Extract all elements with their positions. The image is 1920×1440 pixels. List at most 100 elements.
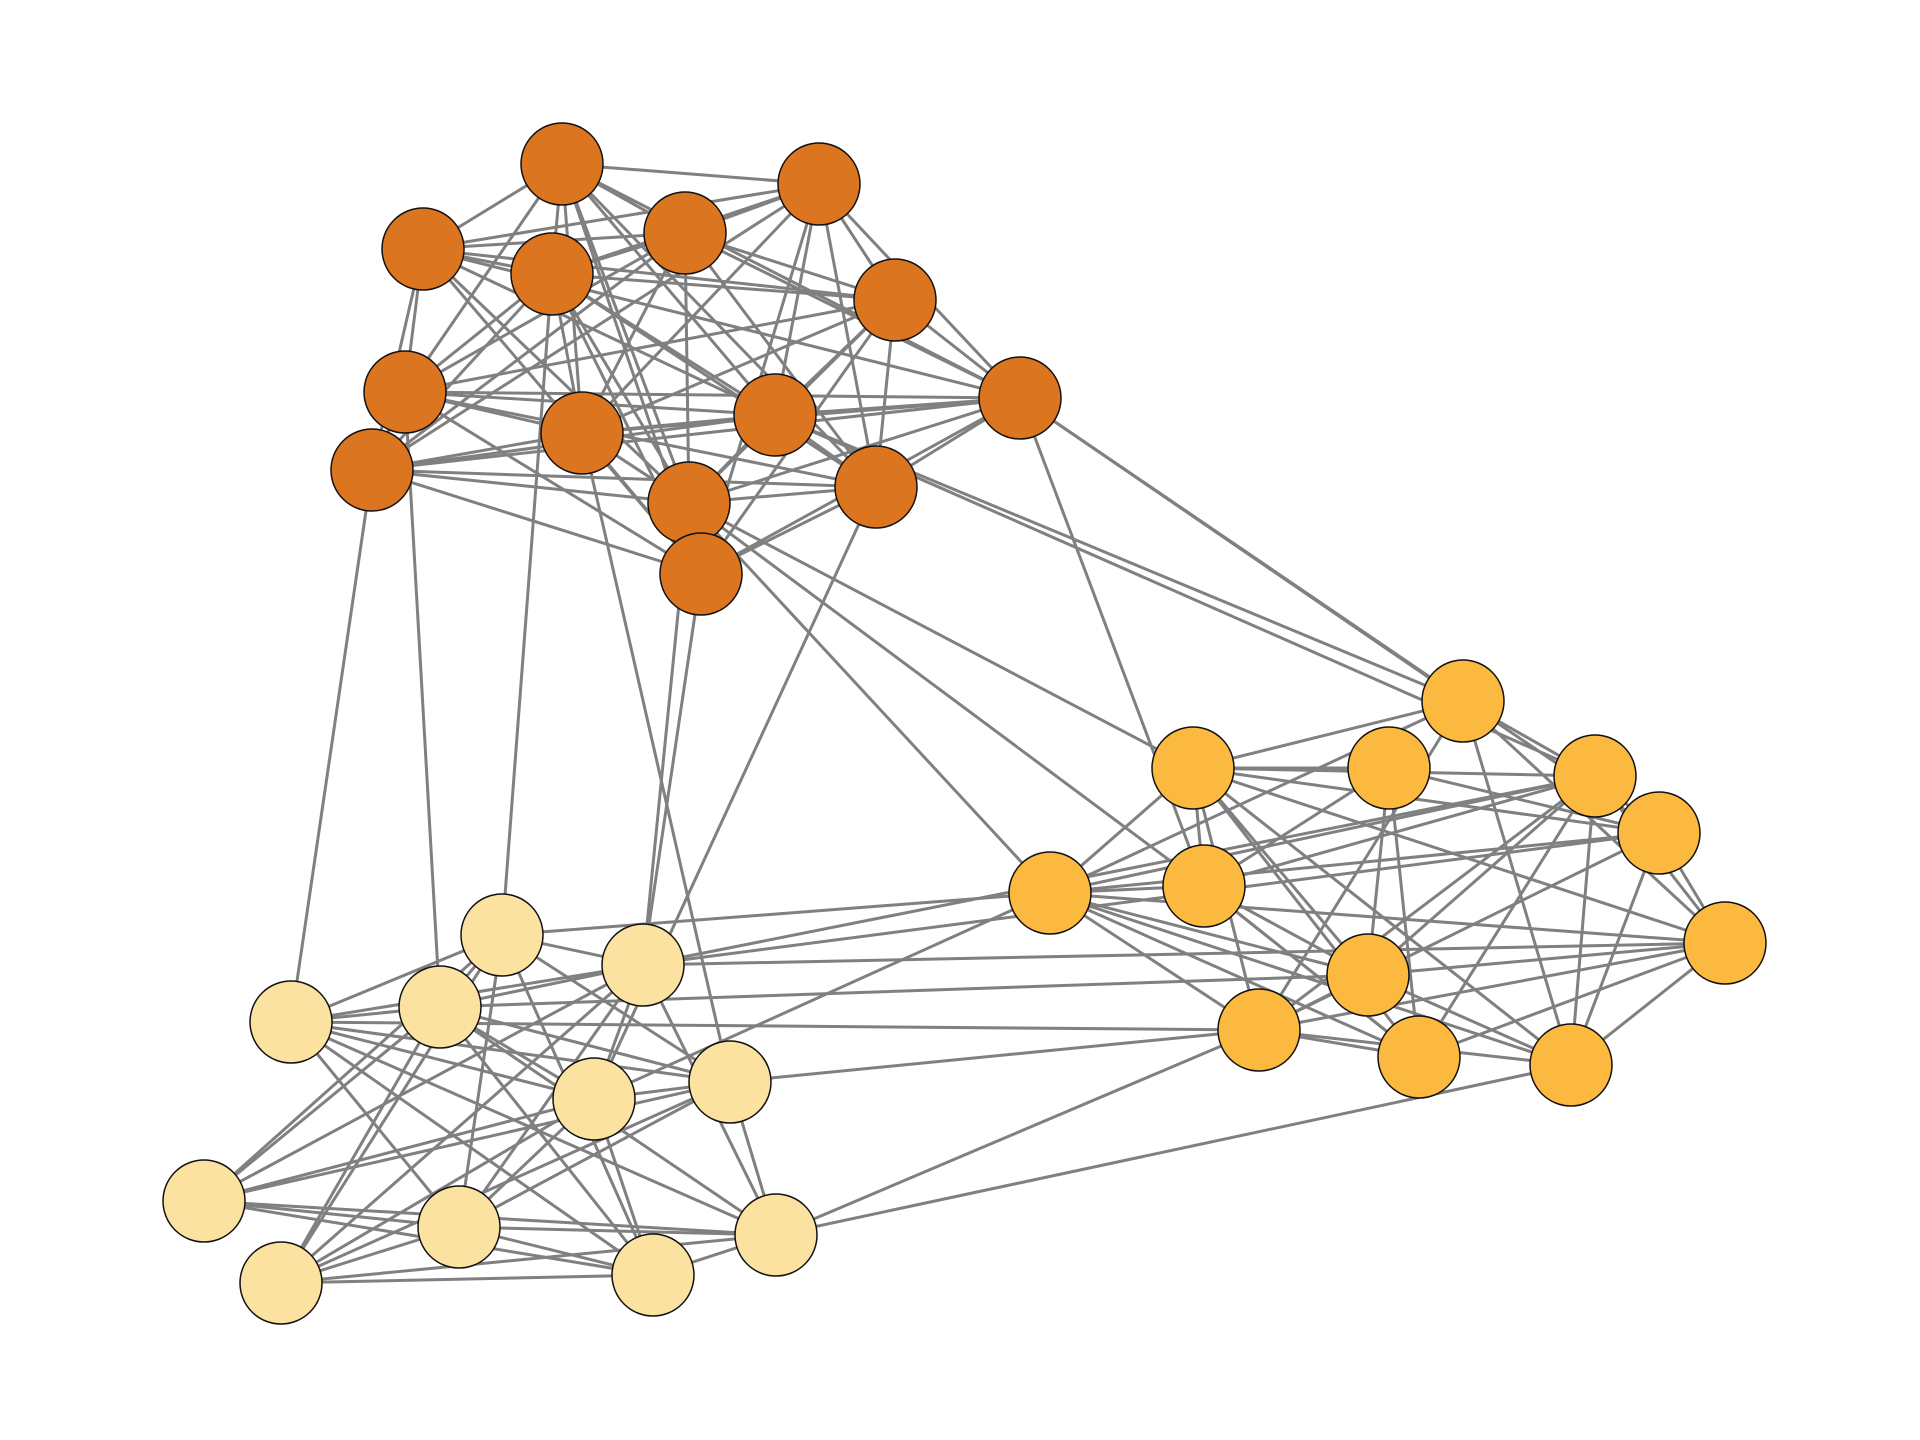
graph-edge — [1367, 774, 1596, 977]
graph-node-group-c — [734, 1193, 818, 1277]
graph-node-group-b — [1217, 988, 1301, 1072]
graph-node-group-c — [601, 923, 685, 1007]
graph-edge — [422, 247, 896, 302]
graph-edge — [1569, 775, 1597, 1066]
graph-edge — [581, 298, 896, 435]
graph-edge — [203, 1097, 595, 1203]
graph-node-group-c — [688, 1040, 772, 1124]
graph-edge — [203, 963, 644, 1203]
graph-node-group-a — [777, 142, 861, 226]
graph-node-group-b — [1377, 1015, 1461, 1099]
graph-edge — [642, 831, 1660, 967]
graph-edge — [1367, 941, 1726, 977]
graph-edge — [1258, 774, 1596, 1032]
graph-edge — [403, 391, 442, 1008]
graph-edge — [500, 273, 554, 936]
graph-node-group-c — [611, 1233, 695, 1317]
graph-edge — [550, 273, 691, 504]
graph-edge — [684, 231, 1021, 400]
graph-node-group-c — [249, 980, 333, 1064]
graph-edge — [280, 963, 644, 1285]
graph-edge — [370, 272, 554, 472]
graph-edge — [439, 1005, 731, 1084]
graph-edge — [280, 1233, 777, 1285]
graph-edge — [561, 162, 820, 186]
graph-edge — [457, 964, 645, 1228]
graph-edge — [642, 774, 1596, 967]
graph-edge — [775, 1028, 1260, 1237]
graph-edge — [404, 390, 702, 576]
graph-node-group-b — [1529, 1023, 1613, 1107]
graph-node-group-a — [363, 350, 447, 434]
graph-node-group-a — [834, 445, 918, 529]
graph-node-group-a — [659, 532, 743, 616]
graph-edge — [439, 973, 1369, 1009]
graph-edge — [1388, 766, 1660, 835]
graph-node-group-b — [1683, 901, 1767, 985]
graph-edge — [1049, 891, 1726, 945]
graph-edge — [642, 941, 1726, 967]
graph-edge — [290, 1020, 595, 1101]
graph-edge — [560, 163, 777, 416]
graph-edge — [580, 432, 732, 1083]
graph-edge — [1461, 700, 1573, 1066]
graph-edge — [683, 232, 691, 504]
graph-edge — [1192, 766, 1660, 835]
graph-edge — [501, 933, 731, 1084]
graph-edge — [203, 1005, 441, 1203]
graph-node-group-b — [1421, 659, 1505, 743]
graph-edge — [551, 272, 877, 489]
graph-node-group-c — [398, 965, 482, 1049]
graph-edge — [687, 501, 1052, 895]
graph-node-group-a — [520, 122, 604, 206]
graph-edge — [1418, 941, 1726, 1059]
graph-edge — [729, 1028, 1260, 1084]
graph-node-group-a — [733, 373, 817, 457]
graph-edge — [280, 1097, 595, 1285]
graph-edge — [1019, 396, 1660, 835]
graph-edge — [290, 1020, 777, 1237]
graph-edge — [203, 1080, 731, 1203]
graph-node-group-b — [1008, 851, 1092, 935]
graph-edge — [1461, 699, 1727, 945]
graph-edge — [1049, 891, 1572, 1067]
graph-edge — [1192, 766, 1726, 945]
graph-edge — [404, 390, 1021, 400]
graph-edge — [1192, 699, 1464, 770]
graph-edge — [422, 182, 820, 251]
graph-node-group-b — [1162, 844, 1246, 928]
graph-node-group-b — [1151, 726, 1235, 810]
graph-edge — [280, 1080, 731, 1285]
graph-edge — [371, 468, 690, 505]
graph-node-group-a — [643, 191, 727, 275]
graph-edge — [641, 573, 703, 966]
graph-edge — [1203, 884, 1420, 1059]
graph-edge — [593, 891, 1051, 1101]
graph-edge — [289, 1021, 461, 1228]
graph-edge — [688, 501, 1194, 770]
graph-node-group-c — [460, 893, 544, 977]
graph-node-group-a — [647, 461, 731, 545]
graph-node-group-a — [381, 207, 465, 291]
graph-node-group-c — [552, 1057, 636, 1141]
graph-edge — [457, 934, 504, 1228]
graph-edge — [1257, 700, 1465, 1031]
graph-edge — [422, 247, 776, 417]
graph-node-group-a — [330, 428, 414, 512]
graph-edge — [1049, 831, 1660, 895]
graph-node-group-b — [1553, 734, 1637, 818]
graph-node-group-b — [1326, 933, 1410, 1017]
graph-edge — [1258, 941, 1726, 1032]
graph-edge — [279, 1006, 442, 1284]
graph-edge — [371, 468, 702, 576]
node-layer — [162, 122, 1767, 1325]
graph-edge — [371, 468, 877, 489]
graph-node-group-c — [417, 1185, 501, 1269]
graph-edge — [775, 1063, 1572, 1237]
graph-edge — [290, 1020, 654, 1277]
graph-edge — [458, 1225, 777, 1237]
graph-edge — [289, 469, 374, 1023]
graph-edge — [280, 1273, 654, 1285]
graph-edge — [203, 1199, 460, 1229]
